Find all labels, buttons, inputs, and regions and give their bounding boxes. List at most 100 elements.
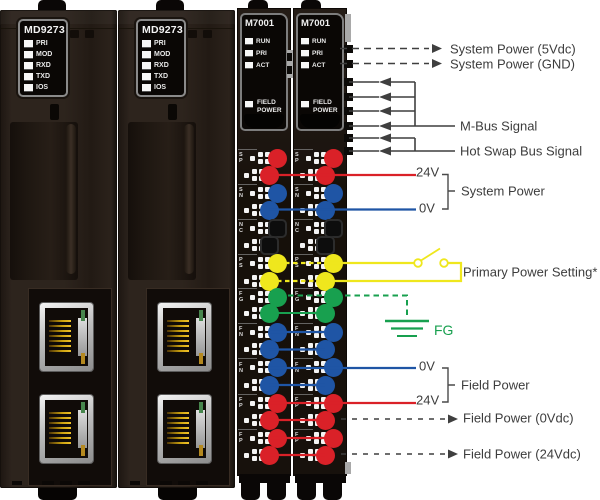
rj45-latch	[78, 410, 87, 448]
system-power-tab	[344, 45, 353, 53]
terminal-red	[267, 428, 287, 448]
terminal-group-separator	[238, 218, 257, 220]
terminal-blue	[315, 200, 335, 220]
terminal-red	[259, 445, 279, 465]
terminal-release-hole	[300, 382, 305, 388]
terminal-group-separator	[238, 358, 257, 359]
terminal-blue	[267, 322, 287, 342]
activity-led	[199, 445, 203, 456]
vent	[85, 30, 94, 38]
terminal-release-hole	[300, 452, 305, 458]
right-arrowheads	[432, 44, 442, 68]
ios-led	[24, 84, 33, 91]
led-label: ACT	[256, 62, 270, 69]
rxd-led	[142, 62, 151, 69]
module-title: MD9273	[24, 24, 65, 36]
terminal-blue	[323, 322, 343, 342]
terminal-release-hole	[306, 365, 311, 370]
m7001-module-1: M7001 RUN PRI ACT FIELD POWER	[237, 8, 291, 476]
front-door	[10, 122, 78, 280]
label-field-power: Field Power	[461, 377, 530, 393]
terminal-release-hole	[306, 155, 311, 161]
link-led	[81, 402, 85, 413]
system-power-dashed-lines	[340, 47, 429, 65]
terminal-group-separator	[294, 148, 313, 150]
rj45-port-2	[158, 395, 211, 463]
terminal-group-separator	[238, 287, 257, 289]
label-sys-24v: 24V	[416, 164, 440, 180]
contact	[287, 66, 292, 74]
terminal-release-hole	[306, 400, 311, 406]
din-tab	[248, 0, 268, 11]
terminal-release-hole	[306, 329, 311, 335]
terminal-red	[259, 165, 279, 185]
din-tab	[156, 0, 184, 13]
terminal-blue	[315, 375, 335, 395]
vent	[203, 30, 212, 38]
led-label: RUN	[256, 38, 271, 45]
terminal-group-separator	[238, 253, 257, 255]
label-field-power-24vdc: Field Power (24Vdc)	[463, 446, 581, 462]
system-power-tab	[344, 60, 353, 68]
terminal-red	[315, 165, 335, 185]
terminal-yellow	[323, 253, 343, 273]
field-power-led	[245, 101, 253, 107]
rj45-port-2	[40, 395, 93, 463]
thumb-groove	[244, 114, 284, 128]
vent	[12, 481, 22, 485]
field-power-dashed-lines	[341, 418, 446, 455]
led-label: ACT	[312, 62, 326, 69]
terminal-release-hole	[300, 242, 305, 248]
label-field-0v: 0V	[419, 358, 435, 374]
link-led	[81, 310, 85, 321]
terminal-blue	[323, 358, 343, 377]
label-field-24v: 24V	[416, 392, 440, 408]
label-system-power-5v: System Power (5Vdc)	[450, 41, 576, 57]
terminal-release-hole	[250, 260, 255, 266]
link-led	[199, 402, 203, 413]
terminal-group-separator	[294, 183, 313, 185]
label-hot-swap-signal: Hot Swap Bus Signal	[460, 143, 583, 159]
m7001-label-panel: M7001 RUN PRI ACT FIELD POWER	[296, 13, 344, 131]
md9273-label-panel: MD9273 PRI MOD RXD TXD IOS	[18, 19, 68, 97]
contact	[287, 53, 292, 61]
door-hinge-rod	[66, 124, 76, 274]
pri-led	[245, 50, 253, 56]
terminal-release-hole	[244, 172, 249, 178]
edge-strip	[345, 14, 351, 42]
switch-contact	[439, 258, 449, 268]
din-tab	[158, 488, 197, 500]
rj45-latch	[78, 318, 87, 356]
label-primary-power: Primary Power Setting*	[463, 264, 598, 280]
vent	[178, 481, 190, 485]
led-label: PRI	[36, 40, 48, 47]
group-brackets	[442, 173, 455, 403]
label-field-power-0vdc: Field Power (0Vdc)	[463, 410, 574, 426]
terminal-release-hole	[250, 365, 255, 370]
terminal-release-hole	[300, 172, 305, 178]
terminal-group-separator	[294, 393, 313, 395]
terminal-release-hole	[244, 207, 249, 213]
bus-signal-tab	[344, 122, 353, 130]
terminal-group-separator	[238, 428, 257, 430]
led-label: IOS	[36, 84, 49, 91]
terminal-release-hole	[250, 155, 255, 161]
module-foot	[267, 474, 286, 500]
act-led	[245, 62, 253, 68]
din-tab	[301, 0, 321, 11]
terminal-release-hole	[300, 417, 305, 423]
module-foot	[295, 474, 346, 483]
terminal-group-separator	[294, 358, 313, 359]
rj45-port-1	[40, 303, 93, 371]
led-label: PRI	[256, 50, 267, 57]
left-arrowheads	[379, 77, 391, 156]
ethernet-recess	[28, 288, 112, 486]
module-foot	[297, 474, 316, 500]
